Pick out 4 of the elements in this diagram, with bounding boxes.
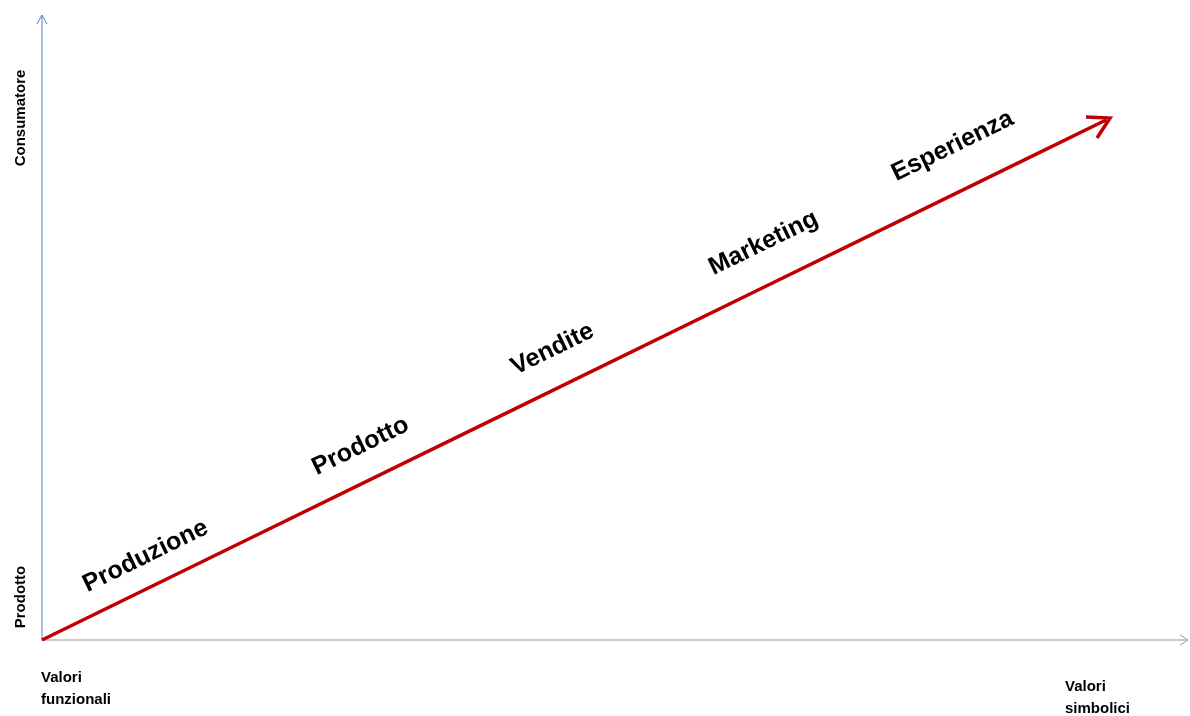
axis-label: Consumatore (9, 69, 29, 167)
axis-label: Valori simbolici (1065, 676, 1132, 716)
axis-label: Prodotto (9, 565, 29, 629)
axis-label: Valori funzionali (41, 667, 112, 709)
